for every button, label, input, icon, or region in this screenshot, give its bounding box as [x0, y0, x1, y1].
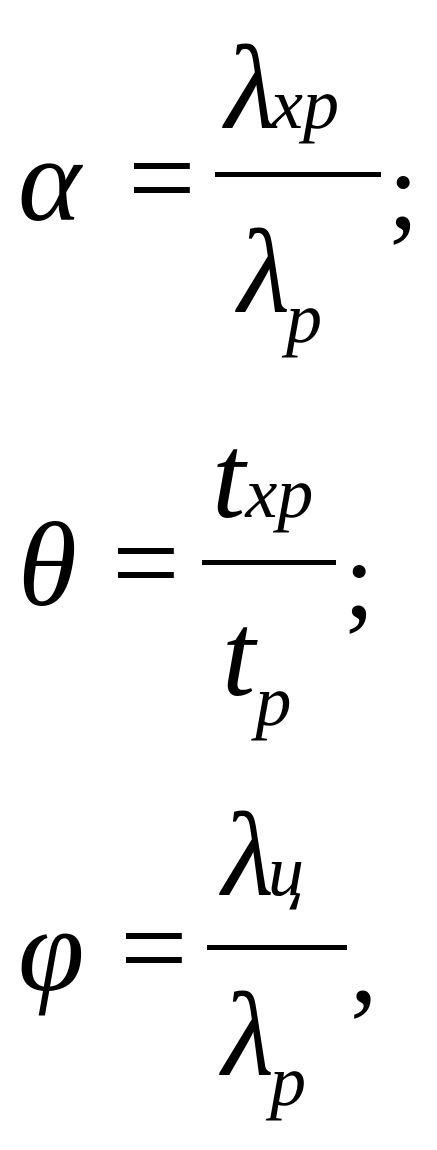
fraction-bar [207, 945, 347, 950]
formula-theta: θ = tхр tр ; [0, 405, 437, 765]
numerator-subscript: ц [267, 831, 304, 911]
denominator-symbol: t [222, 588, 256, 721]
denominator-subscript: р [255, 661, 292, 741]
fraction-denominator: λр [238, 212, 322, 355]
fraction-numerator: λхр [225, 28, 339, 148]
fraction-denominator: tр [222, 595, 291, 738]
numerator-subscript: хр [245, 453, 314, 533]
equals-sign: = [120, 881, 188, 1014]
formula-lhs: φ [18, 883, 85, 1016]
numerator-symbol: t [212, 410, 246, 543]
denominator-symbol: λ [238, 205, 290, 338]
punctuation: , [350, 904, 378, 1026]
fraction-numerator: tхр [212, 417, 313, 537]
numerator-symbol: λ [225, 21, 277, 154]
formula-alpha: α = λхр λр ; [0, 20, 437, 380]
punctuation: ; [388, 130, 419, 252]
denominator-subscript: р [285, 278, 322, 358]
numerator-symbol: λ [222, 788, 274, 921]
denominator-symbol: λ [222, 968, 274, 1101]
equals-sign: = [128, 111, 196, 244]
formula-lhs: θ [18, 498, 77, 631]
numerator-subscript: хр [270, 64, 339, 144]
fraction-denominator: λр [222, 975, 306, 1118]
denominator-subscript: р [269, 1041, 306, 1121]
punctuation: ; [344, 519, 375, 641]
fraction-numerator: λц [222, 795, 304, 915]
fraction-bar [202, 560, 336, 565]
formula-lhs: α [18, 113, 81, 246]
formula-phi: φ = λц λр , [0, 790, 437, 1150]
equals-sign: = [112, 496, 180, 629]
fraction-bar [215, 172, 381, 177]
